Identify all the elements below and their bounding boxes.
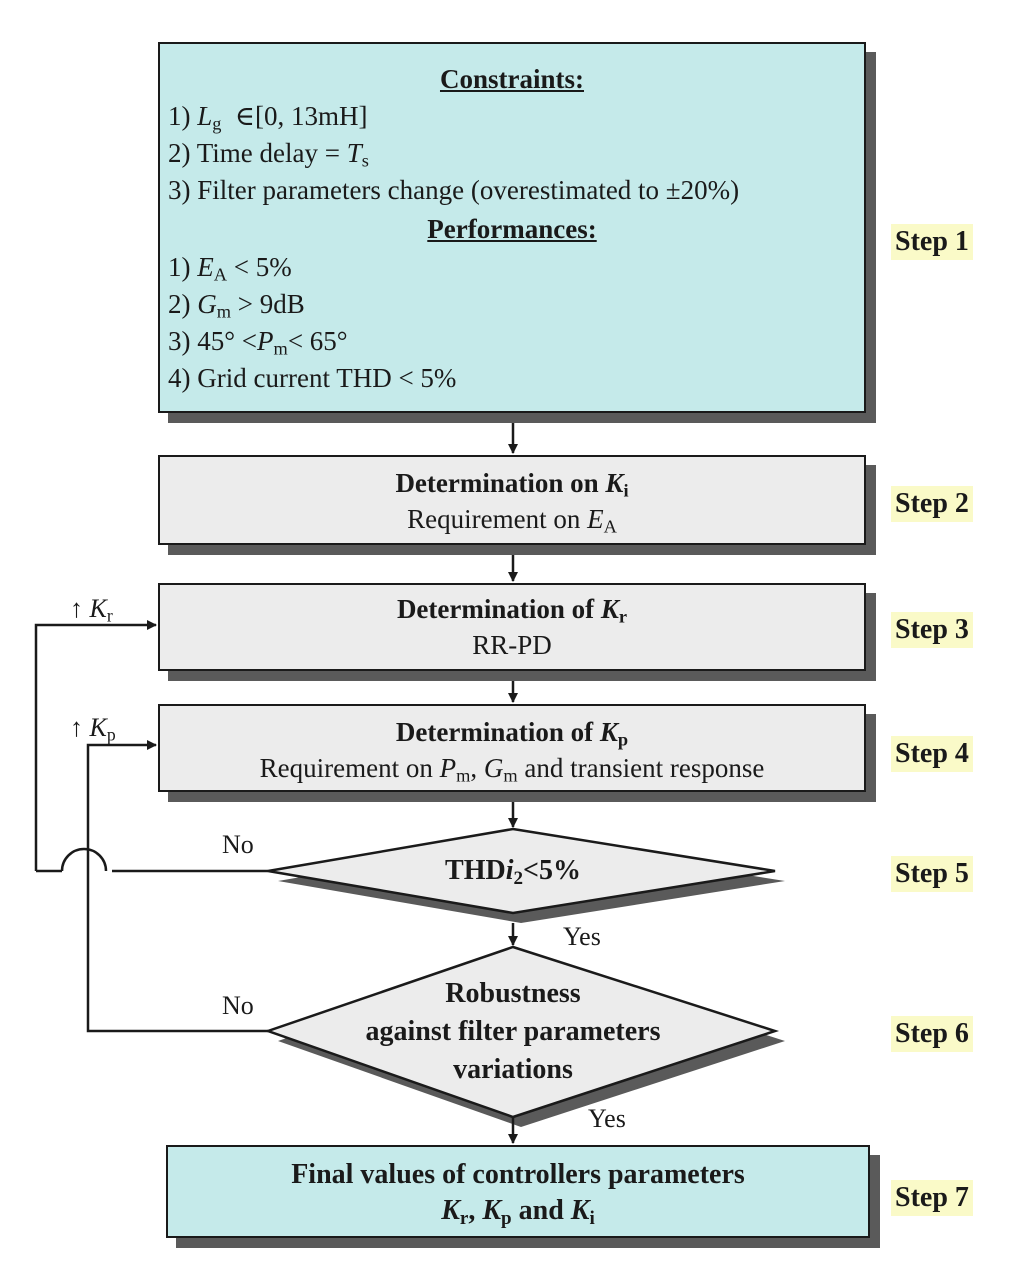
- step-label-7: Step 7: [891, 1180, 973, 1216]
- step6-line-3: variations: [453, 1054, 573, 1085]
- step3-box: Determination of Kr RR-PD: [158, 583, 866, 671]
- feedback-kp-label: ↑ Kp: [70, 713, 116, 745]
- feedback-crossover-hop: [60, 847, 108, 872]
- step4-box: Determination of Kp Requirement on Pm, G…: [158, 704, 866, 792]
- step6-condition: Robustness against filter parameters var…: [313, 975, 713, 1089]
- step7-line1: Final values of controllers parameters: [291, 1159, 745, 1190]
- step4-requirement: Requirement on Pm, Gm and transient resp…: [259, 753, 765, 786]
- constraint-1: 1) Lg ∈[0, 13mH]: [168, 101, 368, 134]
- step5-diamond: [267, 827, 776, 915]
- feedback-kp-line: [86, 740, 268, 1033]
- performances-heading: Performances:: [427, 214, 597, 244]
- step5-condition: THDi2<5%: [445, 855, 581, 889]
- step6-line-2: against filter parameters: [365, 1016, 661, 1047]
- step2-requirement: Requirement on EA: [407, 504, 617, 537]
- performance-2: 2) Gm > 9dB: [168, 289, 305, 322]
- step-label-4: Step 4: [891, 736, 973, 772]
- step-label-1: Step 1: [891, 224, 973, 260]
- yes-label-step6: Yes: [588, 1104, 626, 1133]
- constraint-3: 3) Filter parameters change (overestimat…: [168, 175, 740, 205]
- step7-line2: Kr, Kp and Ki: [441, 1195, 595, 1229]
- feedback-kr-label: ↑ Kr: [70, 594, 113, 626]
- step-label-6: Step 6: [891, 1016, 973, 1052]
- step1-box: Constraints: 1) Lg ∈[0, 13mH] 2) Time de…: [158, 42, 866, 413]
- step-label-2: Step 2: [891, 486, 973, 522]
- performance-4: 4) Grid current THD < 5%: [168, 363, 457, 393]
- constraint-2: 2) Time delay = Ts: [168, 138, 369, 171]
- feedback-kr-up: [34, 620, 157, 871]
- step3-method: RR-PD: [472, 630, 552, 660]
- step3-title: Determination of Kr: [396, 594, 628, 627]
- step-label-5: Step 5: [891, 856, 973, 892]
- constraints-heading: Constraints:: [439, 64, 584, 94]
- performance-3: 3) 45° <Pm< 65°: [168, 326, 348, 359]
- performance-1: 1) EA < 5%: [168, 252, 292, 285]
- no-label-step6: No: [222, 991, 254, 1020]
- step2-title: Determination on Ki: [395, 468, 629, 501]
- step2-box: Determination on Ki Requirement on EA: [158, 455, 866, 545]
- step6-line-1: Robustness: [445, 978, 581, 1009]
- yes-label-step5: Yes: [563, 922, 601, 951]
- step-label-3: Step 3: [891, 612, 973, 648]
- step7-box: Final values of controllers parameters K…: [166, 1145, 870, 1238]
- no-label-step5: No: [222, 830, 254, 859]
- step4-title: Determination of Kp: [395, 717, 629, 750]
